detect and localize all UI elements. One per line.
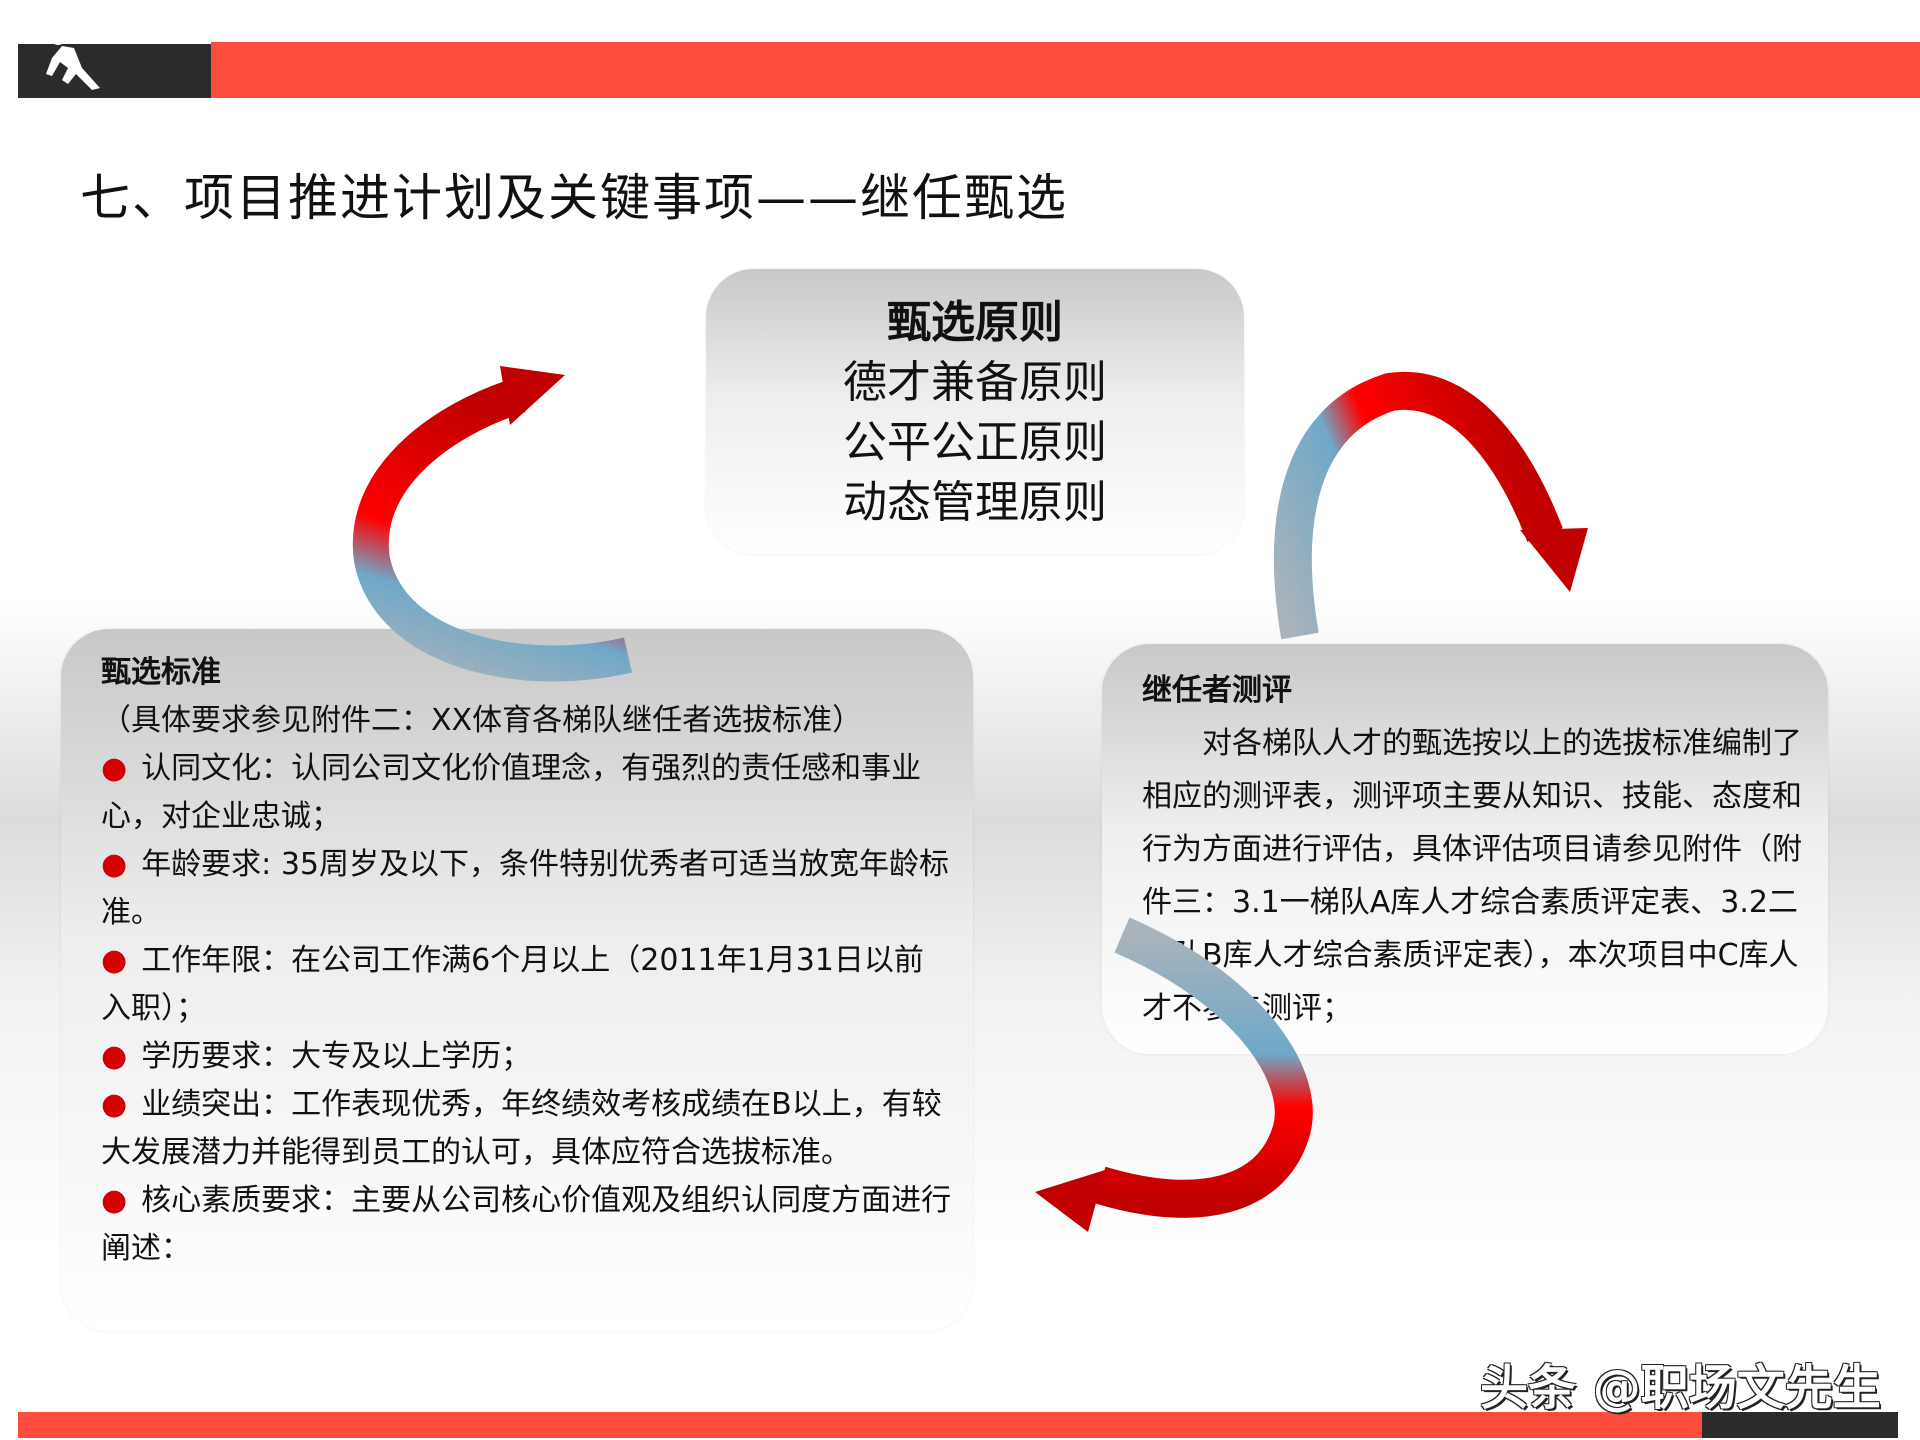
top-banner-red (211, 42, 1920, 98)
bullet-icon: ● (101, 751, 128, 786)
standard-item: ●学历要求：大专及以上学历； (101, 1039, 532, 1074)
runner-logo-icon (46, 31, 100, 90)
principle-item: 公平公正原则 (843, 417, 1107, 468)
bullet-icon: ● (101, 847, 128, 882)
principles-heading: 甄选原则 (887, 297, 1063, 348)
principle-item: 德才兼备原则 (843, 357, 1107, 408)
principles-box: 甄选原则 德才兼备原则 公平公正原则 动态管理原则 (706, 269, 1244, 554)
bullet-icon: ● (101, 1087, 128, 1122)
arrow-to-principles (352, 366, 633, 682)
bullet-icon: ● (101, 1039, 128, 1074)
arrow-to-assessment (1273, 371, 1588, 640)
standard-item: ●业绩突出：工作表现优秀，年终绩效考核成绩在B以上，有较大发展潜力并能得到员工的… (101, 1087, 942, 1170)
bottom-banner-dark (1702, 1412, 1898, 1438)
standards-box: 甄选标准 （具体要求参见附件二：XX体育各梯队继任者选拔标准） ●认同文化：认同… (61, 629, 973, 1331)
page-title: 七、项目推进计划及关键事项——继任甄选 (80, 169, 1068, 227)
principle-item: 动态管理原则 (843, 477, 1107, 528)
standards-note: （具体要求参见附件二：XX体育各梯队继任者选拔标准） (101, 703, 863, 738)
bottom-banner-red (18, 1412, 1702, 1438)
standard-item: ●工作年限：在公司工作满6个月以上（2011年1月31日以前入职）； (101, 943, 924, 1026)
standard-item: ●核心素质要求：主要从公司核心价值观及组织认同度方面进行阐述： (101, 1183, 952, 1266)
bullet-icon: ● (101, 943, 128, 978)
assessment-body: 对各梯队人才的甄选按以上的选拔标准编制了相应的测评表，测评项主要从知识、技能、态… (1142, 726, 1802, 1026)
watermark: 头条 @职场文先生 (1480, 1360, 1881, 1416)
bullet-icon: ● (101, 1183, 128, 1218)
standard-item: ●年龄要求: 35周岁及以下，条件特别优秀者可适当放宽年龄标准。 (101, 847, 950, 930)
assessment-box: 继任者测评 对各梯队人才的甄选按以上的选拔标准编制了相应的测评表，测评项主要从知… (1102, 644, 1828, 1054)
standard-item: ●认同文化：认同公司文化价值理念，有强烈的责任感和事业心，对企业忠诚； (101, 751, 922, 834)
standards-heading: 甄选标准 (101, 655, 221, 690)
assessment-heading: 继任者测评 (1142, 673, 1292, 708)
